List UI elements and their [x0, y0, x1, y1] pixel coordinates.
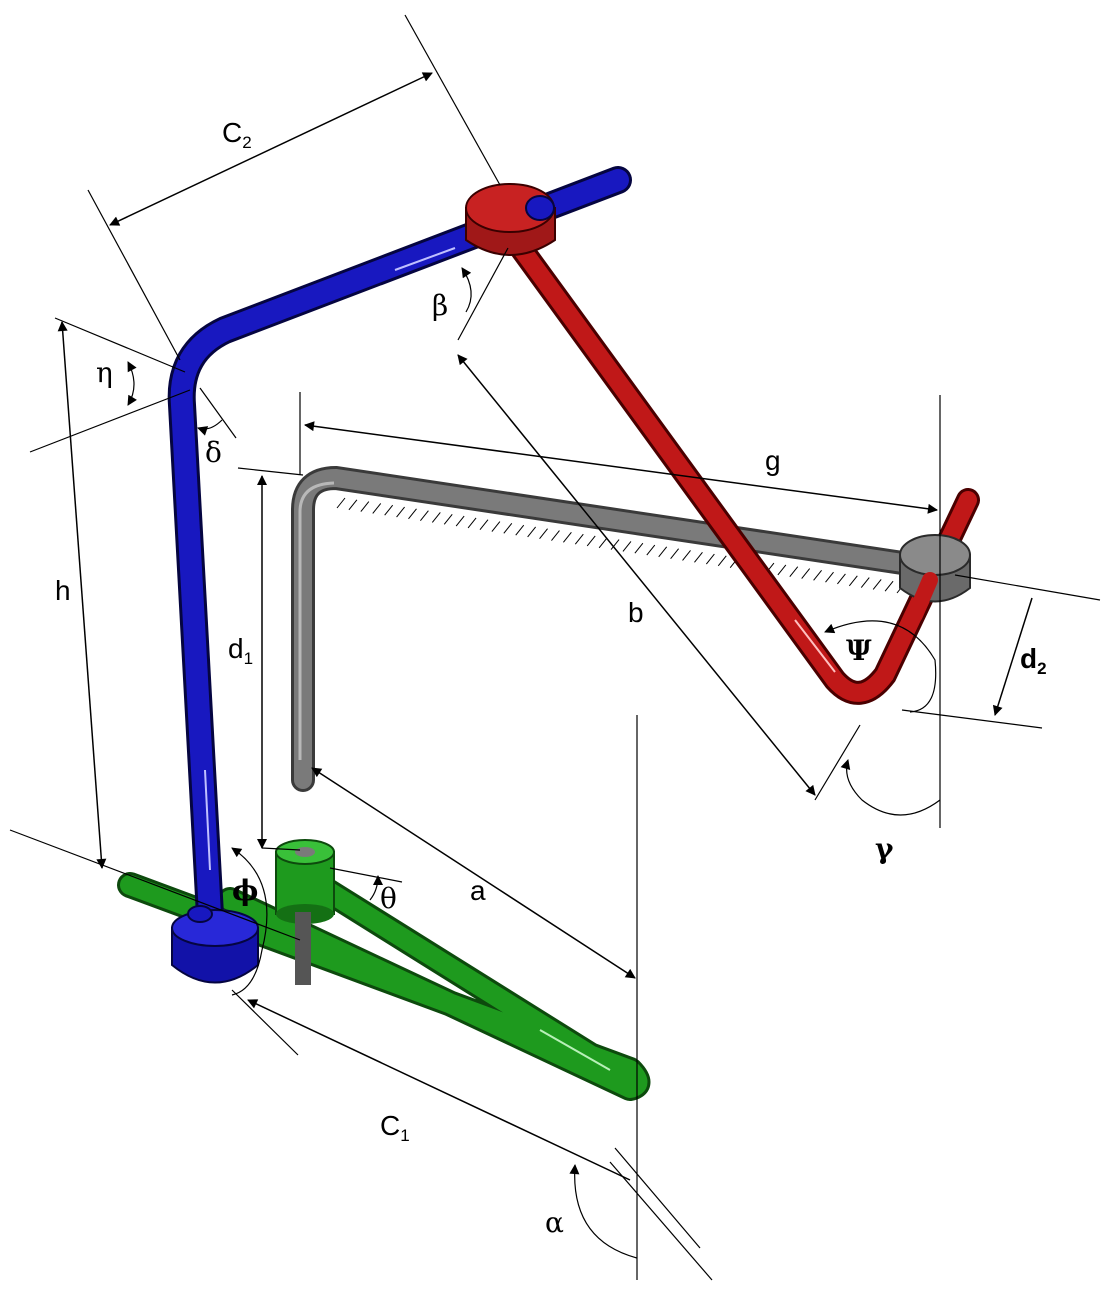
blue-rod-highlight: [204, 247, 456, 871]
ground-hatch-mark: [586, 535, 596, 547]
ground-hatch-mark: [634, 542, 644, 554]
ground-hatch-mark: [503, 523, 513, 534]
ground-hatch-mark: [467, 517, 477, 529]
label-b: b: [628, 597, 644, 628]
ground-hatch-mark: [360, 501, 370, 512]
ground-hatch-mark: [813, 570, 822, 581]
label-g: g: [765, 445, 781, 476]
label-psi: Ψ: [846, 634, 872, 667]
ground-hatch-mark: [515, 524, 525, 536]
gray-collar: [899, 534, 971, 623]
ground-hatch-mark: [408, 508, 417, 520]
ground-hatch-mark: [431, 512, 441, 523]
ground-hatch-mark: [860, 577, 870, 588]
green-collar: [275, 839, 335, 924]
ground-hatch-mark: [539, 528, 548, 540]
ground-hatch-mark: [348, 499, 358, 511]
red-collar: [465, 183, 556, 256]
green-rod-highlight: [539, 1029, 611, 1071]
ground-hatch-mark: [848, 575, 858, 587]
ground-hatch-mark: [682, 550, 691, 561]
label-phi: ϕ: [232, 874, 258, 907]
label-theta: θ: [380, 882, 397, 915]
ground-hatch-mark: [562, 532, 572, 543]
ground-hatch-mark: [801, 568, 811, 579]
ground-hatch-mark: [872, 579, 882, 590]
ground-hatch-mark: [396, 506, 405, 518]
red-rod: [506, 231, 977, 702]
ground-hatch-mark: [717, 555, 727, 567]
ground-hatch-mark: [694, 551, 703, 563]
ground-hatch-mark: [420, 510, 429, 521]
label-c1: C1: [380, 1110, 410, 1145]
label-delta: δ: [205, 436, 222, 469]
blue-rod: [170, 169, 629, 926]
label-alpha: α: [545, 1206, 564, 1239]
blue-link: [167, 166, 632, 984]
label-gamma: γ: [875, 832, 894, 865]
ground-hatch-mark: [372, 503, 382, 514]
ground-hatch-mark: [574, 533, 584, 545]
ground-hatch-mark: [443, 513, 453, 525]
ground-hatch-mark: [479, 519, 489, 531]
label-h: h: [55, 575, 71, 606]
blue-collar: [171, 905, 259, 984]
label-d2: d2: [1020, 643, 1047, 678]
fixed-frame: [291, 465, 928, 792]
label-c2: C2: [222, 117, 252, 152]
ground-hatch-mark: [336, 497, 346, 509]
label-beta: β: [432, 289, 448, 322]
ground-hatch-mark: [837, 573, 846, 585]
ground-hatch-mark: [705, 553, 715, 565]
label-eta: η: [96, 356, 113, 389]
ground-hatch-mark: [384, 504, 394, 516]
ground-hatch-mark: [527, 526, 537, 538]
ground-hatch-mark: [551, 530, 560, 541]
ground-hatch-mark: [491, 521, 501, 532]
ground-hatch-mark: [598, 537, 608, 549]
ground-hatch-mark: [789, 566, 799, 578]
ground-hatch-mark: [777, 564, 787, 576]
ground-hatch-mark: [646, 544, 656, 556]
gray-frame-rod: [294, 468, 925, 789]
ground-hatch-mark: [825, 571, 834, 583]
ground-hatch-mark: [455, 515, 465, 527]
ground-hatch-mark: [670, 548, 680, 559]
red-link: [465, 183, 980, 705]
ground-hatch-mark: [884, 580, 894, 592]
ground-hatch-mark: [658, 546, 668, 558]
label-a: a: [470, 875, 486, 906]
ground-hatch-mark: [622, 541, 632, 552]
dimension-lines: [9, 14, 1101, 1281]
label-d1: d1: [228, 633, 253, 668]
dimension-labels: C2 η δ β h d1 g b Ψ d2 γ ϕ θ a C1 α: [55, 117, 1047, 1239]
